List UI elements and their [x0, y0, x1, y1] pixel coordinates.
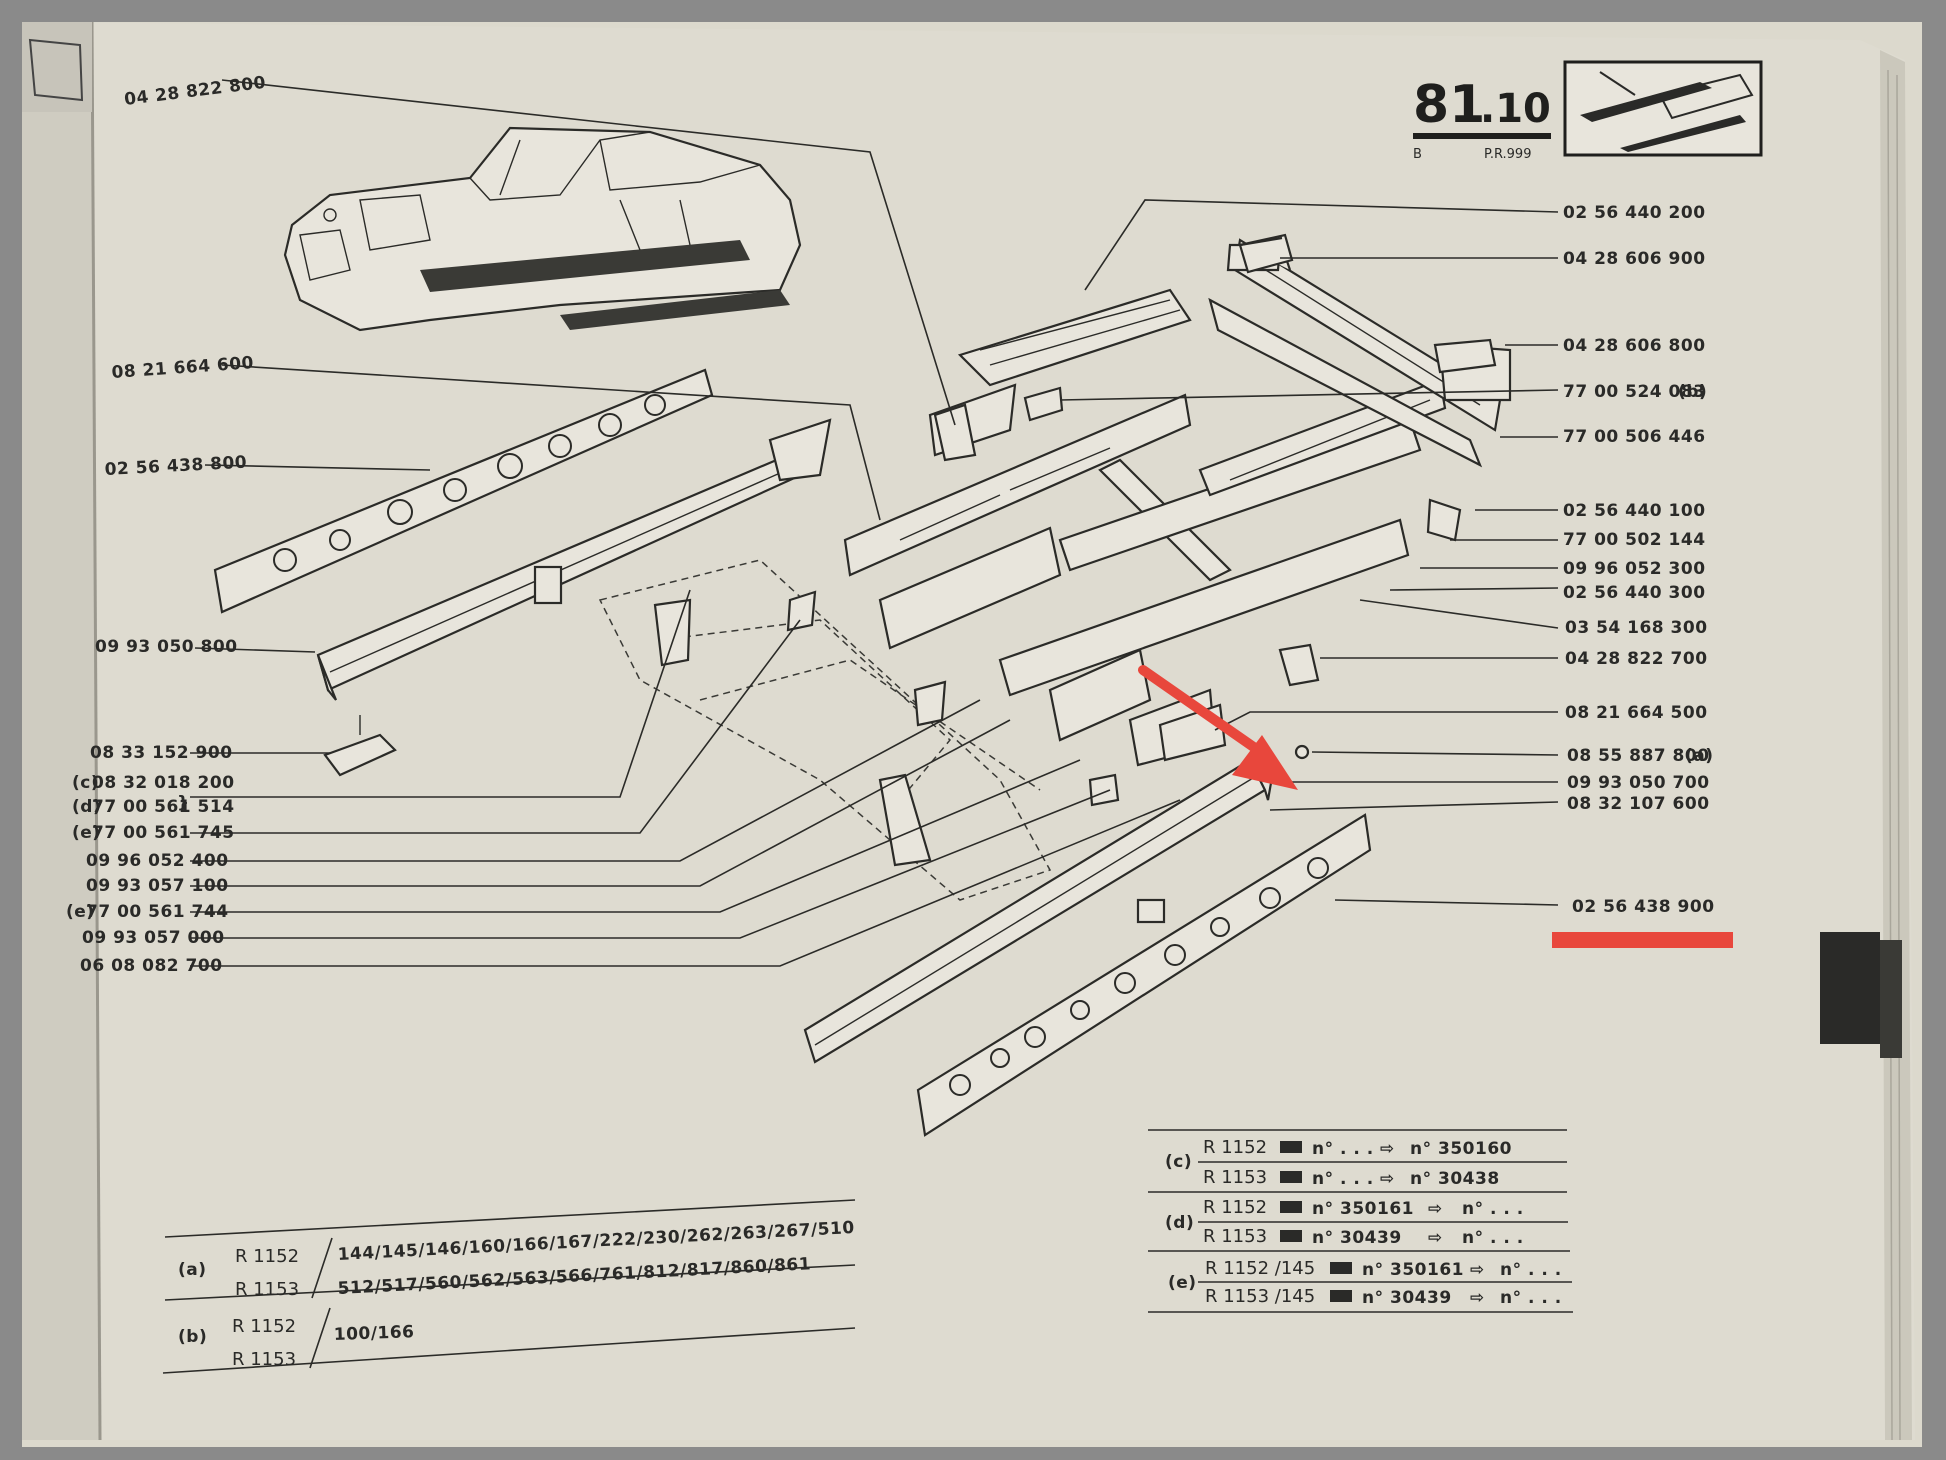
part-tag: (d): [72, 797, 101, 817]
arrow-right-icon: ⇨: [1470, 1288, 1485, 1308]
note-model: R 1152 /145: [1205, 1258, 1315, 1279]
note-model: R 1153: [232, 1349, 296, 1370]
center-floor-assembly: [843, 233, 1512, 767]
part-number: 09 93 050 700: [1567, 773, 1710, 793]
thumbnail-floor-icon: [1563, 60, 1763, 157]
part-labels-right: 02 56 440 200 04 28 606 900 04 28 606 80…: [1563, 203, 1715, 917]
chassis-symbol-icon: [1330, 1262, 1352, 1274]
note-model: R 1153 /145: [1205, 1286, 1315, 1307]
part-number: 09 96 052 300: [1563, 559, 1706, 579]
arrow-right-icon: [1138, 665, 1260, 753]
left-side-sill: [213, 368, 714, 614]
chassis-symbol-icon: [1330, 1290, 1352, 1302]
leader-lines-right: [1059, 199, 1559, 906]
part-tag: (c): [72, 773, 99, 793]
note-model: R 1152: [235, 1246, 299, 1267]
part-number: 77 00 561 744: [86, 902, 229, 922]
part-number: 06 08 082 700: [80, 956, 223, 976]
part-number: 09 96 052 400: [86, 851, 229, 871]
red-annotations: [1138, 665, 1733, 948]
part-number: 02 56 440 100: [1563, 501, 1706, 521]
note-key: (b): [178, 1327, 207, 1347]
note-model: R 1152: [1203, 1137, 1267, 1158]
part-number: 08 55 887 800: [1567, 746, 1710, 766]
note-to: n° . . .: [1462, 1199, 1524, 1219]
note-model: R 1153: [1203, 1167, 1267, 1188]
section-major: 81: [1413, 75, 1485, 135]
part-tag: (a): [1685, 746, 1714, 766]
note-to: n° 350160: [1410, 1139, 1512, 1159]
note-from: n° . . .: [1312, 1169, 1374, 1189]
note-from: n° 350161: [1312, 1199, 1414, 1219]
part-tag: (b): [1678, 382, 1707, 402]
note-model: R 1152: [232, 1316, 296, 1337]
part-number: 03 54 168 300: [1565, 618, 1708, 638]
part-number: 02 56 440 300: [1563, 583, 1706, 603]
right-side-sill: [916, 813, 1372, 1137]
part-number: 08 33 152 900: [90, 743, 233, 763]
jack-point: [323, 715, 397, 777]
note-from: n° 30439: [1312, 1228, 1402, 1248]
note-line: 100/166: [333, 1322, 414, 1345]
note-model: R 1152: [1203, 1197, 1267, 1218]
part-number: 04 28 606 900: [1563, 249, 1706, 269]
chassis-symbol-icon: [1280, 1141, 1302, 1153]
part-number: 77 00 524 083: [1563, 382, 1706, 402]
arrow-right-icon: ⇨: [1470, 1260, 1485, 1280]
note-to: n° . . .: [1462, 1228, 1524, 1248]
arrow-right-icon: ⇨: [1428, 1228, 1443, 1248]
part-number: 77 00 506 446: [1563, 427, 1706, 447]
chassis-symbol-icon: [1280, 1230, 1302, 1242]
notes-table-right: (c) R 1152 n° . . . ⇨ n° 350160 R 1153 n…: [1148, 1129, 1573, 1313]
chassis-symbol-icon: [1280, 1171, 1302, 1183]
note-model: R 1153: [235, 1279, 299, 1300]
brackets: [653, 403, 1120, 867]
note-to: n° . . .: [1500, 1260, 1562, 1280]
part-number: 09 93 050 800: [95, 637, 238, 657]
brace: }: [177, 793, 190, 813]
part-number: 77 00 502 144: [1563, 530, 1706, 550]
page-reference: P.R.999: [1484, 147, 1531, 162]
part-tag: (e): [66, 902, 95, 922]
left-longitudinal-rail: [316, 418, 832, 701]
note-model: R 1153: [1203, 1226, 1267, 1247]
note-key: (c): [1165, 1152, 1192, 1172]
part-number: 09 93 057 100: [86, 876, 229, 896]
index-tab: [1820, 932, 1880, 1044]
highlight-underline: [1552, 932, 1733, 948]
part-number: 08 32 107 600: [1567, 794, 1710, 814]
part-tag: (e): [72, 823, 101, 843]
right-longitudinal-rail: [803, 758, 1277, 1064]
leader-lines-left: [190, 79, 1181, 967]
note-key: (e): [1168, 1273, 1197, 1293]
part-number: 77 00 561 745: [92, 823, 235, 843]
section-minor: .10: [1480, 86, 1551, 132]
part-number: 02 56 438 900: [1572, 897, 1715, 917]
note-key: (d): [1165, 1213, 1194, 1233]
note-from: n° 30439: [1362, 1288, 1452, 1308]
part-number: 77 00 561 514: [92, 797, 235, 817]
note-from: n° 350161: [1362, 1260, 1464, 1280]
arrow-right-icon: ⇨: [1428, 1199, 1443, 1219]
note-from: n° . . .: [1312, 1139, 1374, 1159]
note-to: n° 30438: [1410, 1169, 1500, 1189]
part-number: 09 93 057 000: [82, 928, 225, 948]
car-body-illustration: [283, 126, 802, 332]
note-key: (a): [178, 1260, 207, 1280]
section-letter: B: [1413, 147, 1422, 162]
arrow-right-icon: ⇨: [1380, 1169, 1395, 1189]
section-header: 81 .10 B P.R.999: [1413, 60, 1763, 162]
part-number: 02 56 440 200: [1563, 203, 1706, 223]
note-to: n° . . .: [1500, 1288, 1562, 1308]
arrow-right-icon: ⇨: [1380, 1139, 1395, 1159]
part-number: 04 28 606 800: [1563, 336, 1706, 356]
part-number: 08 21 664 500: [1565, 703, 1708, 723]
part-number: 04 28 822 700: [1565, 649, 1708, 669]
part-number: 08 32 018 200: [92, 773, 235, 793]
chassis-symbol-icon: [1280, 1201, 1302, 1213]
